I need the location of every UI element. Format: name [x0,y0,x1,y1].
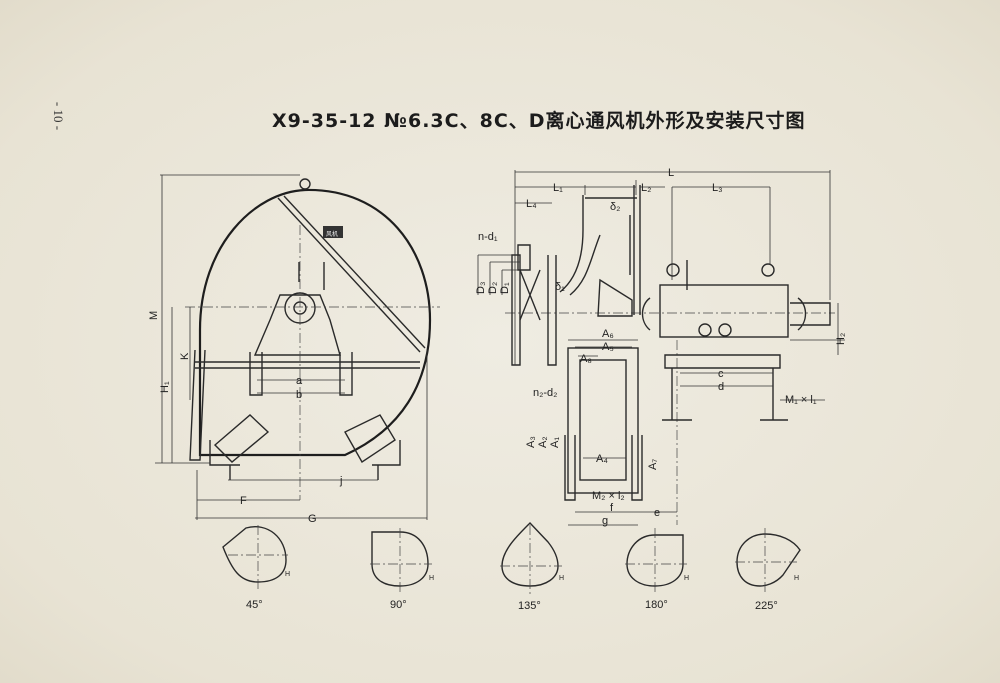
angle-label: 225° [755,600,778,612]
dim-H: H [684,575,689,582]
dim-f: f [610,502,614,514]
dim-L3: L₃ [712,182,723,194]
dim-n-d1: n-d₁ [478,231,498,243]
dim-L1: L₁ [553,182,563,194]
dim-M1-l1: M₁ × l₁ [785,394,817,406]
nameplate-text: 风机 [326,230,338,238]
orientation-90: 90° H [370,528,434,611]
orientation-views: 45° H 90° H 135° H 180° H 225° H [222,521,801,612]
angle-label: 135° [518,600,541,612]
dim-A4: A₄ [596,453,608,465]
fan-casing [198,188,432,457]
dim-L4: L₄ [526,198,537,210]
dim-A6: A₆ [602,328,614,340]
dim-H: H [429,575,434,582]
lifting-eye [299,178,311,190]
dim-A2: A₂ [537,436,549,448]
dim-e: e [654,507,660,519]
dim-b: b [296,389,302,401]
dim-A1: A₁ [549,437,561,448]
dim-A7: A₇ [647,459,659,470]
orientation-225: 225° H [735,528,801,612]
dim-M2-l2: M₂ × l₂ [592,490,625,502]
dim-H: H [285,571,290,578]
side-view: L L₁ L₂ L₃ L₄ δ₂ n-d₁ D₃ D₂ D₁ δ₁ H₂ A₆ … [475,167,847,527]
dim-a: a [296,375,303,387]
front-view: 风机 M H₁ K a b j F G [148,174,440,525]
dim-L2: L₂ [641,182,651,194]
dim-delta2: δ₂ [610,201,620,213]
angle-label: 180° [645,599,668,611]
dim-g: g [602,515,608,527]
dim-L: L [668,167,674,179]
dim-n2-d2: n₂-d₂ [533,387,557,399]
dim-delta1: δ₁ [555,281,565,293]
dim-D1: D₁ [499,282,511,294]
dim-H: H [559,575,564,582]
dim-K: K [179,352,191,360]
orientation-180: 180° H [625,528,689,611]
dim-D2: D₂ [487,282,499,294]
dim-M: M [148,311,160,320]
dim-A8: A₈ [580,353,592,365]
dim-c: c [718,368,724,380]
dim-G: G [308,513,317,525]
dim-j: j [339,475,342,487]
angle-label: 45° [246,599,263,611]
dim-A5: A₅ [602,341,614,353]
orientation-45: 45° H [222,525,290,611]
dim-H2: H₂ [835,333,847,345]
drawing-title: X9-35-12 №6.3C、8C、D离心通风机外形及安装尺寸图 [272,110,806,132]
angle-label: 90° [390,599,407,611]
dim-F: F [240,495,247,507]
dim-D3: D₃ [475,282,487,294]
nameplate [323,226,343,238]
dim-H: H [794,575,799,582]
dim-A3: A₃ [525,436,537,448]
dim-d: d [718,381,724,393]
dim-H1: H₁ [159,381,171,393]
orientation-135: 135° H [500,521,564,612]
